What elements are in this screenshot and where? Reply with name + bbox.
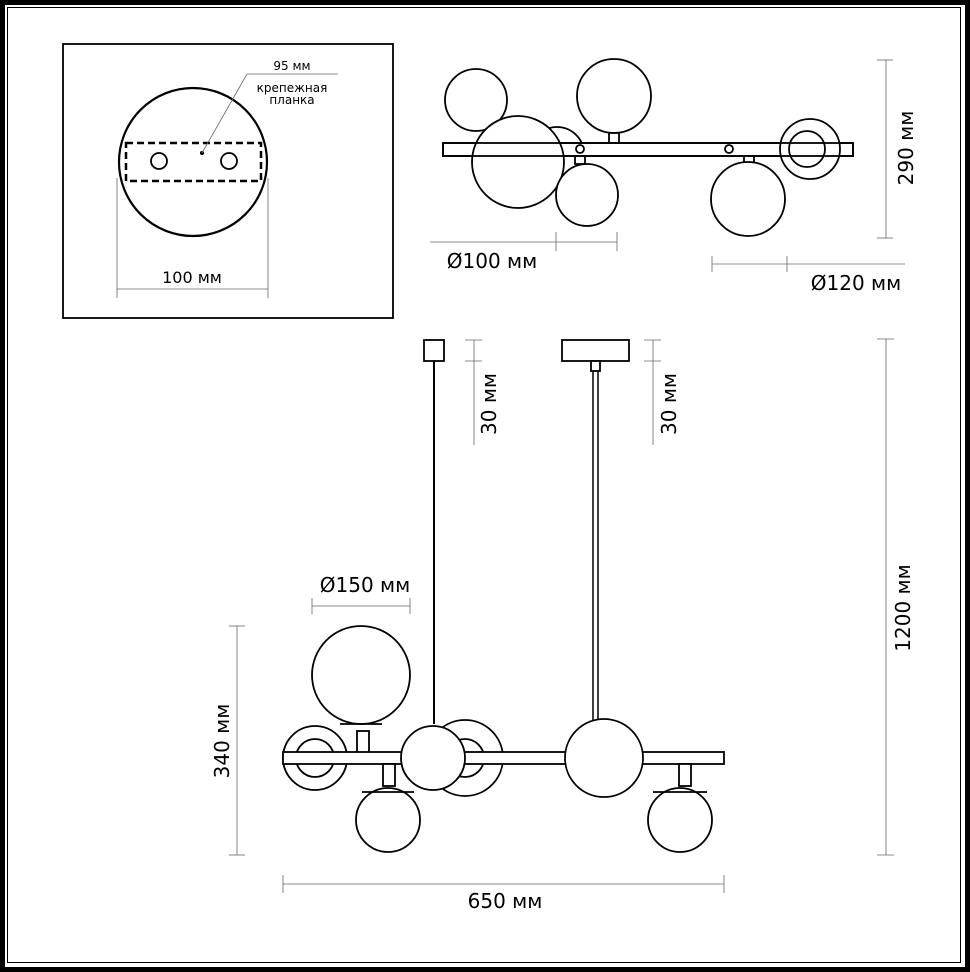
canopy-right <box>561 339 630 362</box>
pivot-left <box>575 144 585 154</box>
globe-lower-left <box>355 787 421 853</box>
front-view <box>282 339 725 853</box>
screw-hole-right <box>220 152 238 170</box>
globe-lower-right <box>647 787 713 853</box>
globe-center-left <box>400 725 466 791</box>
globe-top-middle <box>576 58 652 134</box>
screw-hole-left <box>150 152 168 170</box>
label-95mm: 95 мм <box>273 59 310 73</box>
pivot-right <box>724 144 734 154</box>
globe-lower-middle <box>555 163 619 227</box>
label-340mm: 340 мм <box>210 704 234 779</box>
canopy-left <box>423 339 445 362</box>
canopy-circle <box>117 86 269 238</box>
label-1200mm: 1200 мм <box>891 564 915 651</box>
globe-center-right <box>564 718 644 798</box>
mounting-plate-dashed <box>124 141 263 183</box>
leader-line <box>201 73 248 154</box>
globe-top-left <box>444 68 508 132</box>
mount-plate-box <box>62 43 394 319</box>
top-view-dimensions <box>430 59 905 272</box>
globe-large-left <box>471 115 565 209</box>
label-30mm-right: 30 мм <box>657 373 681 435</box>
top-view <box>442 58 854 237</box>
globe-150mm <box>311 625 411 725</box>
canopy-ring-inner <box>788 130 826 168</box>
label-d150mm: Ø150 мм <box>320 573 410 597</box>
label-100mm: 100 мм <box>162 268 222 287</box>
label-d120mm: Ø120 мм <box>811 271 901 295</box>
mount-plate-view: 95 мм крепежная планка 100 мм <box>62 43 394 319</box>
front-view-bar <box>282 751 725 765</box>
label-650mm: 650 мм <box>468 889 543 913</box>
label-30mm-left: 30 мм <box>477 373 501 435</box>
outer-frame-thin <box>7 7 961 963</box>
globe-lower-right <box>710 161 786 237</box>
label-mounting-plate-2: планка <box>269 93 314 107</box>
label-d100mm: Ø100 мм <box>447 249 537 273</box>
label-290mm: 290 мм <box>894 111 918 186</box>
front-view-dimensions <box>229 338 894 893</box>
label-mounting-plate-1: крепежная <box>257 81 328 95</box>
